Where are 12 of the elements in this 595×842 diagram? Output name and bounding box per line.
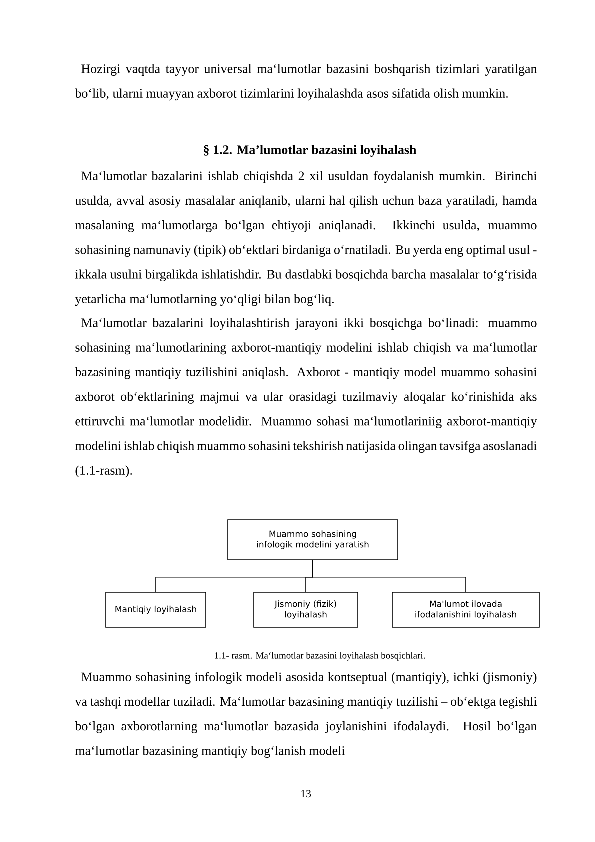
figure-caption: 1.1- rasm. Ma‘lumotlar bazasini loyihalash bosqichlari.	[215, 652, 426, 661]
section-heading: § 1.2. Ma’lumotlar bazasini loyihalash	[204, 145, 417, 158]
process-box: Muammo sohasining infologik modelini yaratish	[228, 520, 398, 560]
paragraph: Ma‘lumotlar bazalarini ishlab chiqishda 2 xil usuldan foydalanish mumkin. Birinchi usulda, avval asosiy masalalar aniqlanib, ularni hal qilish uchun baza yaratiladi, hamda masalaning ma‘lumotlarga bo‘lgan ehtiyoji aniqlanadi. Ikkinchi usulda, muammo sohasining namunaviy (tipik) ob‘ektlari birdaniga o‘rnatiladi. Bu yerda eng optimal usul - ikkala usulni birgalikda ishlatishdir. Bu dastlabki bosqichda barcha masalalar to‘g‘risida yetarlicha ma‘lumotlarning yo‘qligi bilan bog‘liq.	[75, 171, 538, 306]
process-box: Ma'lumot ilovada ifodalanishini loyihalash	[392, 592, 540, 628]
paragraph: Ma‘lumotlar bazalarini loyihalashtirish jarayoni ikki bosqichga bo‘linadi: muammo sohasining ma‘lumotlarining axborot-mantiqiy modelini ishlab chiqish va ma‘lumotlar bazasining mantiqiy tuzilishini aniqlash. Axborot - mantiqiy model muammo sohasini axborot ob‘ektlarining majmui va ular orasidagi tuzilmaviy aloqalar ko‘rinishida aks ettiruvchi ma‘lumotlar modelidir. Muammo sohasi ma‘lumotlariniig axborot-mantiqiy modelini ishlab chiqish muammo sohasini tekshirish natijasida olingan tavsifga asoslanadi (1.1-rasm).	[75, 318, 538, 478]
connector	[312, 560, 466, 592]
process-box: Mantiqiy loyihalash	[106, 592, 206, 628]
page-number: 13	[301, 790, 312, 798]
paragraph: Muammo sohasining infologik modeli asosida kontseptual (mantiqiy), ichki (jismoniy) va tashqi modellar tuziladi. Ma‘lumotlar bazasining mantiqiy tuzilishi – ob‘ektga tegishli bo‘lgan axborotlarning ma‘lumotlar bazasida joylanishini ifodalaydi. Hosil bo‘lgan ma‘lumotlar bazasining mantiqiy bog‘lanish modeli	[75, 672, 538, 758]
process-box: Jismoniy (fizik) loyihalash	[254, 592, 358, 628]
paragraph: Hozirgi vaqtda tayyor universal ma‘lumotlar bazasini boshqarish tizimlari yaratilgan bo‘lib, ularni muayyan axborot tizimlarini loyihalashda asos sifatida olish mumkin.	[75, 64, 538, 101]
